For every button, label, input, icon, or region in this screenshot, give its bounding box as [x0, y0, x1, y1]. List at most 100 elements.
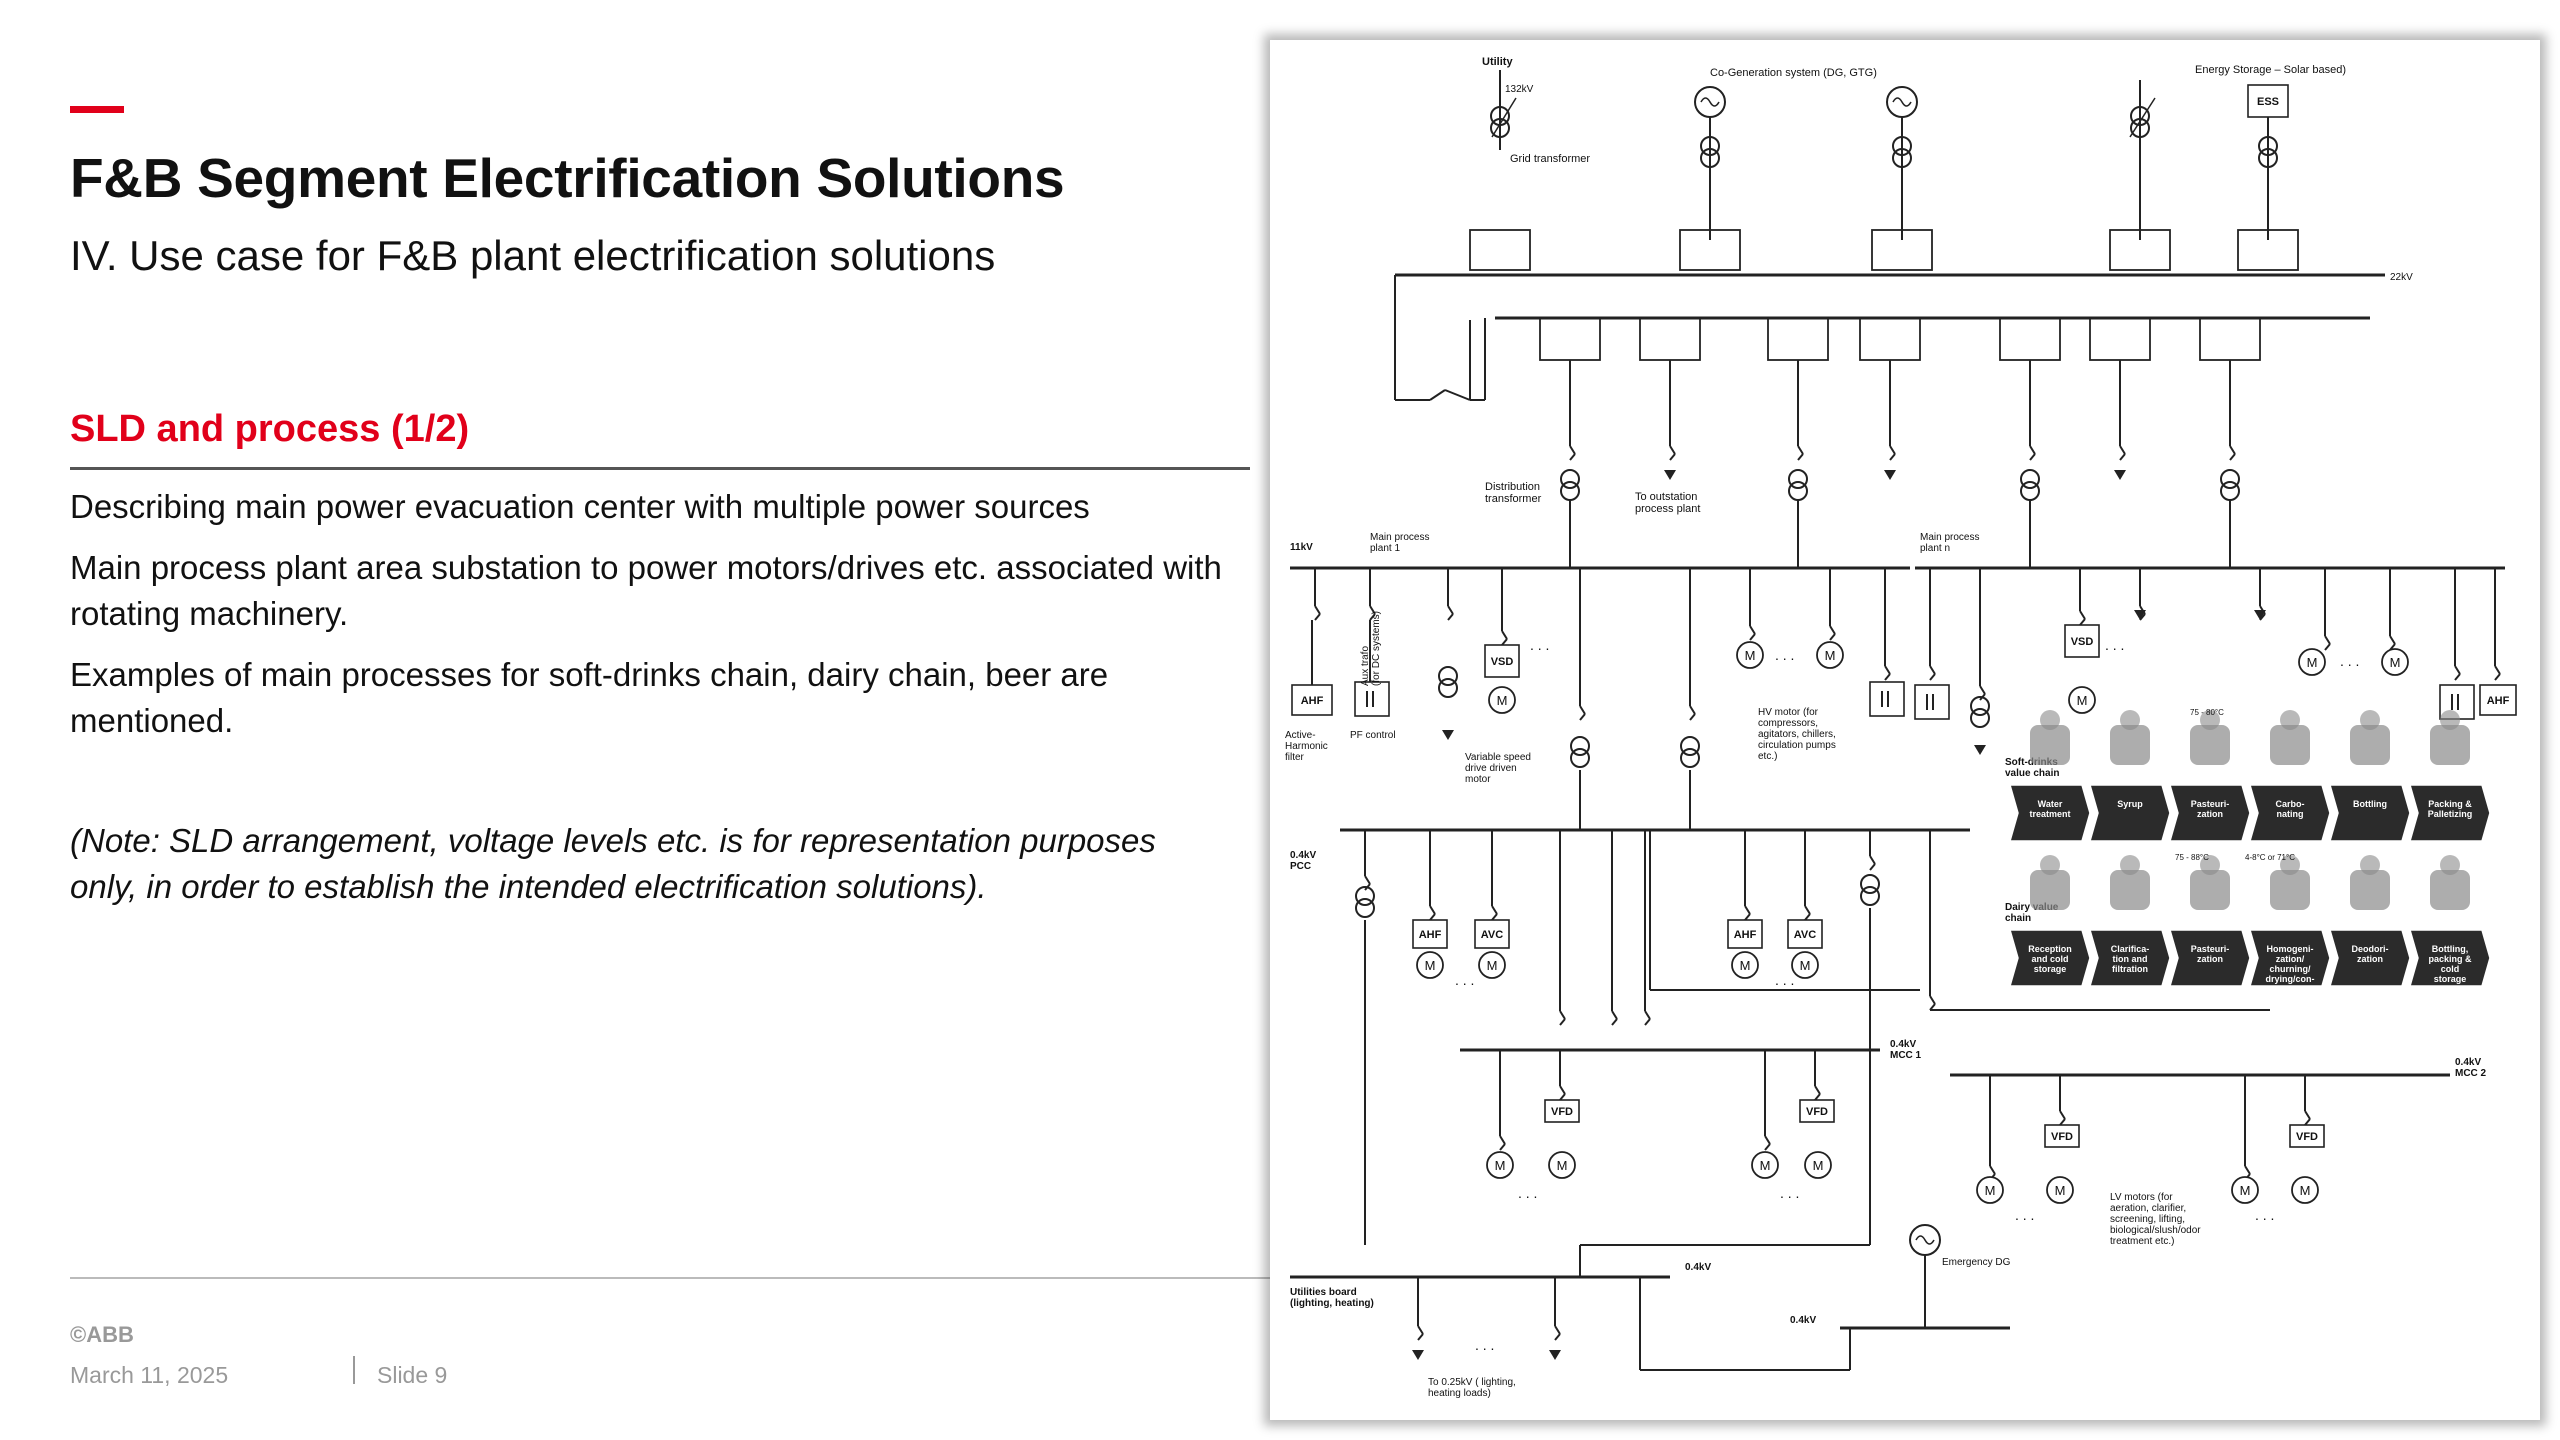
feeder-wire — [1559, 1093, 1566, 1101]
breaker-symbol — [1829, 625, 1836, 635]
avc-box-label: AVC — [1794, 929, 1816, 941]
motor-label: M — [1495, 1158, 1506, 1173]
dairy-chain-step — [2009, 929, 2091, 987]
footer-separator — [353, 1356, 355, 1384]
dairy-chain-step-label: and cold — [2031, 954, 2068, 964]
breaker-symbol — [2029, 445, 2036, 455]
soft-drinks-chain-equipment-icon — [2200, 710, 2220, 730]
distribution-transformer-label: Distribution — [1485, 481, 1540, 493]
breaker-symbol — [1804, 905, 1811, 915]
breaker-symbol — [1689, 705, 1696, 715]
soft-drinks-chain-label: Soft-drinks — [2005, 757, 2058, 768]
feeder-wire — [1447, 613, 1454, 621]
pcc-label: 0.4kV — [1290, 850, 1316, 861]
grid-transformer-label: Grid transformer — [1510, 153, 1590, 165]
breaker-symbol — [1979, 685, 1986, 695]
breaker-symbol — [1314, 605, 1321, 615]
lv-motors-label: aeration, clarifier, — [2110, 1203, 2186, 1214]
load-arrow-icon — [2254, 610, 2266, 620]
soft-drinks-chain-step-label: Palletizing — [2428, 809, 2473, 819]
motor-icon — [1976, 1176, 2004, 1204]
dairy-chain-step-label: tion and — [2113, 954, 2148, 964]
feeder-wire — [1569, 453, 1576, 461]
ellipsis: . . . — [1455, 972, 1474, 988]
soft-drinks-chain-label: value chain — [2005, 768, 2059, 779]
motor-label: M — [2240, 1183, 2251, 1198]
feeder-wire — [2139, 613, 2146, 621]
soft-drinks-chain-step — [2169, 784, 2251, 842]
bus-coupler — [1429, 389, 1446, 401]
feeder-wire — [1559, 1018, 1566, 1026]
breaker-symbol — [1989, 1165, 1996, 1175]
dairy-chain-step-label: filtration — [2112, 964, 2148, 974]
ellipsis: . . . — [1475, 1337, 1494, 1353]
motor-label: M — [2307, 655, 2318, 670]
soft-drinks-chain-step-label: Bottling — [2353, 799, 2387, 809]
feeder-wire — [2059, 1118, 2066, 1126]
dairy-chain-step-label: churning/ — [2270, 964, 2311, 974]
motor-icon — [2291, 1176, 2319, 1204]
motor-icon — [1486, 1151, 1514, 1179]
dairy-chain-step-label: zation/ — [2276, 954, 2305, 964]
transformer-symbol — [1700, 136, 1720, 156]
load-arrow-icon — [1974, 745, 1986, 755]
transformer-symbol — [1355, 898, 1375, 918]
paragraph-3: Examples of main processes for soft-drin… — [70, 656, 1109, 739]
transformer-symbol — [1788, 481, 1808, 501]
soft-drinks-chain-equipment-icon — [2120, 710, 2140, 730]
feeder-wire — [2119, 453, 2126, 461]
feeder-wire — [1764, 1143, 1771, 1151]
load-arrow-icon — [2114, 470, 2126, 480]
dairy-chain-step-label: Reception — [2028, 944, 2072, 954]
transformer-symbol — [1860, 886, 1880, 906]
tap-arrow — [2129, 97, 2156, 138]
feeder-wire — [1869, 863, 1876, 871]
vfd-box — [1799, 1099, 1835, 1123]
vsd-box-label: VSD — [1491, 656, 1514, 668]
paragraph-1: Describing main power evacuation center … — [70, 488, 1090, 525]
generator-icon — [1700, 97, 1720, 107]
transformer-symbol — [1570, 748, 1590, 768]
breaker-symbol — [1749, 625, 1756, 635]
slide-title: F&B Segment Electrification Solutions — [70, 147, 1065, 209]
feeder-wire — [1884, 673, 1891, 681]
lv-motors-label: LV motors (for — [2110, 1192, 2173, 1203]
feeder-wire — [1579, 713, 1586, 721]
breaker-symbol — [1889, 445, 1896, 455]
voltage-label: 132kV — [1505, 84, 1534, 95]
outstation-label: process plant — [1635, 503, 1700, 515]
lv-motors-label: screening, lifting, — [2110, 1214, 2185, 1225]
transformer-symbol — [1970, 708, 1990, 728]
switchgear-cell — [1859, 317, 1921, 361]
main-plant-1-label: Main process — [1370, 532, 1429, 543]
breaker-symbol — [1429, 905, 1436, 915]
breaker-symbol — [1569, 445, 1576, 455]
load-arrow-icon — [1412, 1350, 1424, 1360]
motor-label: M — [1745, 648, 1756, 663]
transformer-symbol — [2220, 481, 2240, 501]
switchgear-cell — [1999, 317, 2061, 361]
distribution-transformer-label: transformer — [1485, 493, 1542, 505]
hv-motor-label: compressors, — [1758, 718, 1818, 729]
vsd-motor-label: motor — [1465, 774, 1491, 785]
motor-icon — [2231, 1176, 2259, 1204]
soft-drinks-chain-step — [2089, 784, 2171, 842]
breaker-symbol — [1559, 1085, 1566, 1095]
switchgear-cell — [2237, 229, 2299, 271]
breaker-symbol — [1579, 705, 1586, 715]
motor-label: M — [1825, 648, 1836, 663]
dairy-chain-equipment-icon — [2200, 855, 2220, 875]
transformer-symbol — [1490, 118, 1510, 138]
motor-icon — [1736, 641, 1764, 669]
feeder-wire — [1749, 633, 1756, 641]
soft-drinks-chain-equipment-icon — [2360, 710, 2380, 730]
emergency-dg-label: Emergency DG — [1942, 1257, 2011, 1268]
generator-icon — [1892, 97, 1912, 107]
breaker-symbol — [1644, 1010, 1651, 1020]
section-title: SLD and process (1/2) — [70, 408, 470, 450]
feeder-wire — [1829, 633, 1836, 641]
ellipsis: . . . — [1775, 647, 1794, 663]
vsd-box — [1484, 644, 1520, 678]
breaker-symbol — [1869, 855, 1876, 865]
ahf-box-label: AHF — [1301, 695, 1324, 707]
